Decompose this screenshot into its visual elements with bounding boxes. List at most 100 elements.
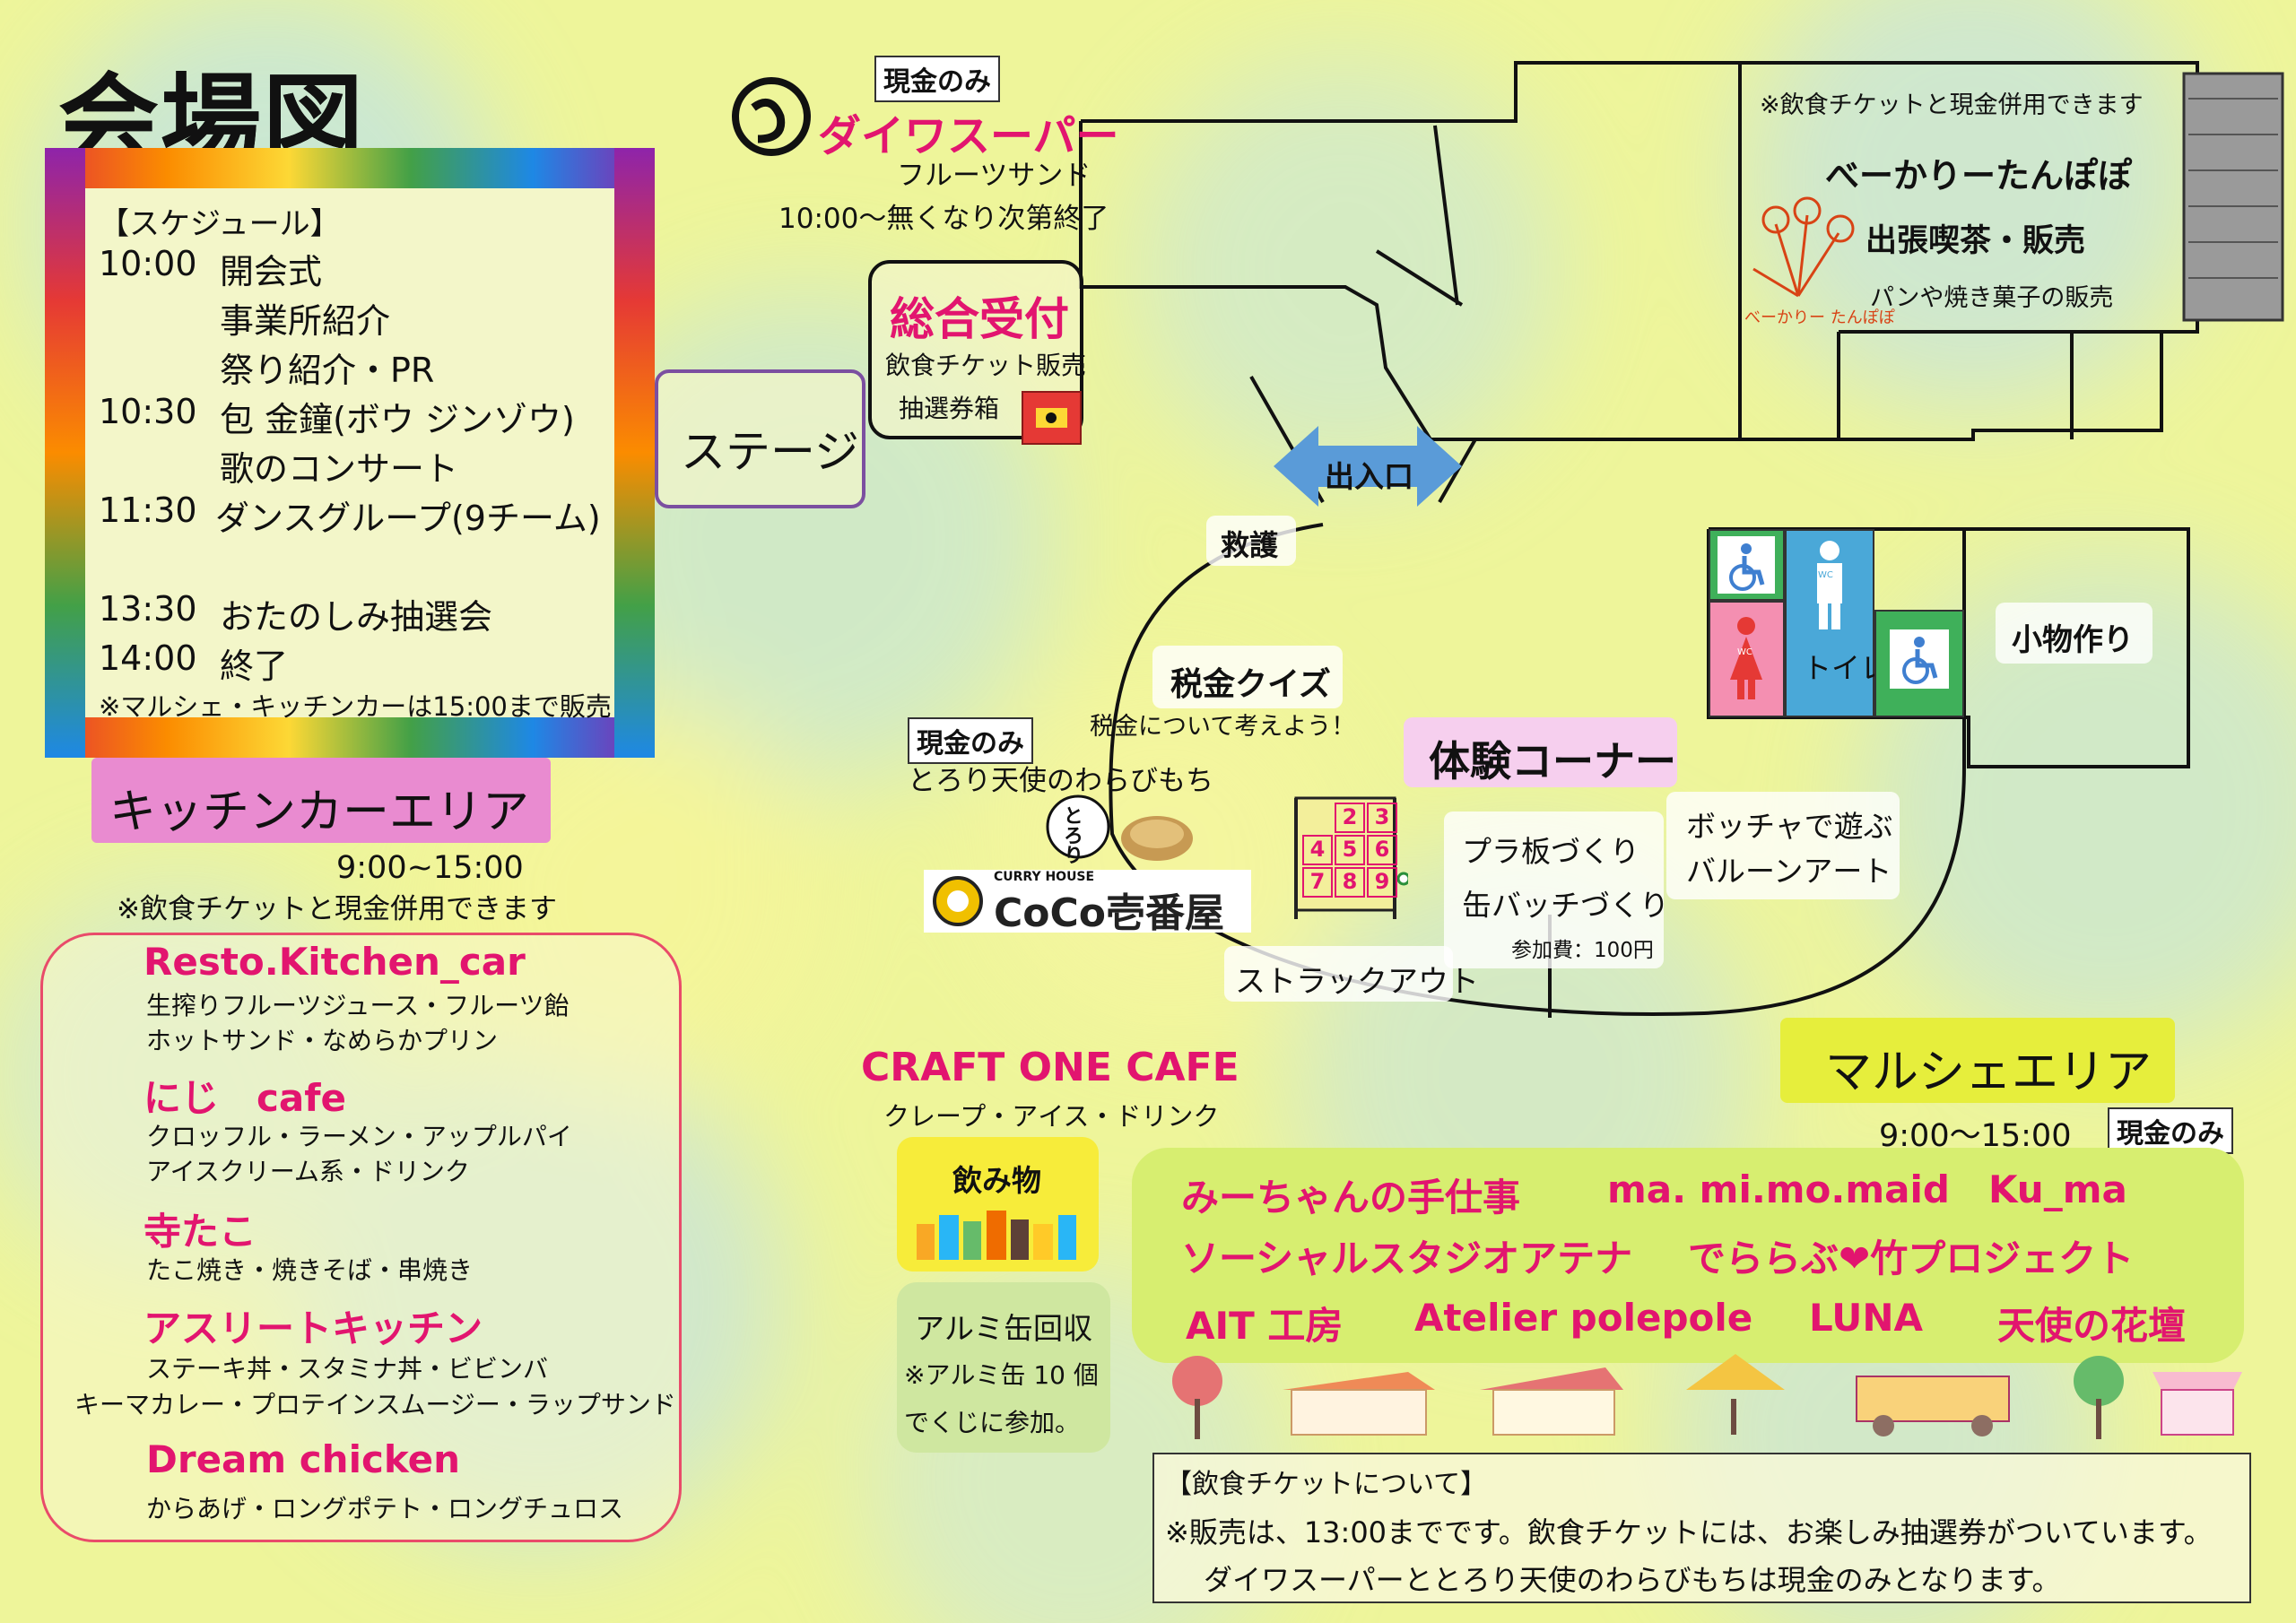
marche-shop: 天使の花壇 bbox=[1997, 1304, 2187, 1348]
marche-shop-list: みーちゃんの手仕事 ma. mi.mo.maid Ku_ma ソーシャルスタジオ… bbox=[1132, 1148, 2244, 1363]
reception-line: 飲食チケット販売 bbox=[885, 351, 1087, 380]
coco-small-text: CURRY HOUSE bbox=[994, 870, 1095, 884]
bakery-name: べーかりーたんぽぽ bbox=[1825, 156, 2133, 195]
warabimochi-logo-text: とろり bbox=[1060, 805, 1083, 864]
schedule-text: 開会式 bbox=[220, 252, 323, 291]
marche-shop: でららぶ❤竹プロジェクト bbox=[1688, 1237, 2135, 1280]
entrance-label: 出入口 bbox=[1325, 459, 1413, 494]
struck-out-number: 5 bbox=[1335, 835, 1365, 865]
struck-out-label: ストラックアウト bbox=[1235, 964, 1479, 1000]
shop-desc: アイスクリーム系・ドリンク bbox=[146, 1157, 470, 1186]
shop-name: アスリートキッチン bbox=[144, 1306, 483, 1350]
marche-shop: ma. mi.mo.maid bbox=[1607, 1167, 1950, 1211]
crafts-box: 小物作り bbox=[1996, 603, 2152, 664]
bakery-line: 出張喫茶・販売 bbox=[1866, 223, 2086, 259]
coco-name: CoCo壱番屋 bbox=[994, 890, 1225, 936]
shop-desc: ステーキ丼・スタミナ丼・ビビンバ bbox=[146, 1354, 549, 1384]
warabimochi-name: とろり天使のわらびもち bbox=[908, 765, 1213, 797]
activity-label: プラ板づくり bbox=[1462, 834, 1639, 869]
male-icon bbox=[1817, 541, 1842, 629]
tax-quiz-title: 税金クイズ bbox=[1170, 666, 1331, 703]
marche-shop: みーちゃんの手仕事 bbox=[1181, 1176, 1521, 1219]
kitchen-area-label: キッチンカーエリア bbox=[91, 758, 551, 843]
warabimochi-logo-icon bbox=[1046, 794, 1110, 859]
struck-out-number: 9 bbox=[1367, 867, 1397, 898]
struck-out-number: 3 bbox=[1367, 803, 1397, 833]
schedule-note: ※マルシェ・キッチンカーは15:00まで販売 bbox=[99, 691, 612, 722]
struck-out-number: 7 bbox=[1302, 867, 1333, 898]
entrance-arrow bbox=[1274, 426, 1462, 507]
schedule-panel: 【スケジュール】 10:00 開会式 事業所紹介 祭り紹介・PR 10:30 包… bbox=[45, 148, 655, 758]
drink-bottles-icon bbox=[917, 1211, 1076, 1260]
schedule-time: 13:30 bbox=[99, 589, 197, 629]
ticket-info-line: ダイワスーパーととろり天使のわらびもちは現金のみとなります。 bbox=[1204, 1563, 2061, 1597]
shop-desc: キーマカレー・プロテインスムージー・ラップサンド bbox=[74, 1390, 676, 1419]
marche-title: マルシェエリア bbox=[1825, 1046, 2152, 1099]
marche-shop: LUNA bbox=[1809, 1296, 1924, 1340]
kitchen-note: ※飲食チケットと現金併用できます bbox=[117, 893, 557, 925]
coco-logo-icon bbox=[933, 876, 983, 926]
cash-only-badge: 現金のみ bbox=[2108, 1107, 2233, 1154]
warabimochi-food-icon bbox=[1121, 816, 1193, 861]
stage-box: ステージ bbox=[655, 369, 865, 508]
aluminum-line: でくじに参加。 bbox=[904, 1408, 1081, 1437]
drinks-label: 飲み物 bbox=[952, 1163, 1041, 1198]
schedule-text: 包 金鐘(ボウ ジンゾウ) bbox=[220, 400, 575, 439]
mens-toilet: WC bbox=[1785, 529, 1874, 717]
craft-one-cafe-name: CRAFT ONE CAFE bbox=[861, 1045, 1239, 1090]
struck-out-grid: 2 3 4 5 6 7 8 9 bbox=[1302, 803, 1397, 898]
schedule-text: 歌のコンサート bbox=[220, 449, 459, 489]
schedule-text: ダンスグループ(9チーム) bbox=[215, 499, 601, 538]
activity-label: 缶バッチづくり bbox=[1462, 888, 1669, 923]
kitchen-area-title: キッチンカーエリア bbox=[109, 785, 530, 839]
shop-desc: クロッフル・ラーメン・アップルパイ bbox=[146, 1122, 572, 1151]
shop-desc: ホットサンド・なめらかプリン bbox=[146, 1026, 499, 1055]
wheelchair-icon bbox=[1718, 536, 1775, 594]
daiwa-item: フルーツサンド bbox=[897, 160, 1091, 192]
reception-title: 総合受付 bbox=[890, 293, 1069, 345]
drinks-box: 飲み物 bbox=[897, 1137, 1099, 1271]
wc-label: WC bbox=[1737, 647, 1752, 657]
schedule-content: 【スケジュール】 10:00 開会式 事業所紹介 祭り紹介・PR 10:30 包… bbox=[85, 188, 614, 722]
ticket-info-line: ※販売は、13:00までです。飲食チケットには、お楽しみ抽選券がついています。 bbox=[1165, 1515, 2213, 1549]
cash-only-badge: 現金のみ bbox=[908, 717, 1033, 764]
schedule-border bbox=[45, 148, 655, 758]
activity-fee: 参加費：100円 bbox=[1511, 939, 1654, 962]
shop-name: 寺たこ bbox=[144, 1210, 257, 1254]
reception-line: 抽選券箱 bbox=[899, 394, 1000, 423]
aluminum-title: アルミ缶回収 bbox=[915, 1311, 1092, 1346]
shop-desc: からあげ・ロングポテト・ロングチュロス bbox=[146, 1494, 624, 1523]
schedule-text: 事業所紹介 bbox=[220, 301, 391, 341]
bakery-logo-text: べーかりー たんぽぽ bbox=[1744, 308, 1895, 327]
daiwa-hours: 10:00～無くなり次第終了 bbox=[778, 203, 1109, 235]
craft-activities-box: プラ板づくり 缶バッチづくり 参加費：100円 bbox=[1444, 812, 1669, 968]
schedule-text: 終了 bbox=[220, 647, 289, 686]
coco-logo: CURRY HOUSE CoCo壱番屋 bbox=[924, 870, 1251, 936]
wc-label: WC bbox=[1818, 570, 1833, 580]
marche-shop: AIT 工房 bbox=[1186, 1304, 1344, 1348]
shop-name: Dream chicken bbox=[146, 1437, 461, 1481]
first-aid-label: 救護 bbox=[1221, 528, 1279, 562]
schedule-time: 11:30 bbox=[99, 490, 197, 530]
wheelchair-icon bbox=[1890, 629, 1949, 689]
tax-quiz-sub: 税金について考えよう！ bbox=[1090, 713, 1356, 741]
ticket-info-title: 【飲食チケットについて】 bbox=[1165, 1469, 1488, 1500]
kitchen-hours: 9:00~15:00 bbox=[336, 850, 524, 886]
lottery-box-icon bbox=[1022, 391, 1082, 445]
shop-desc: 生搾りフルーツジュース・フルーツ飴 bbox=[146, 991, 570, 1020]
schedule-time: 14:00 bbox=[99, 638, 197, 678]
experience-title: 体験コーナー bbox=[1429, 737, 1676, 785]
struck-out-board bbox=[1294, 796, 1408, 919]
marche-area-label: マルシェエリア bbox=[1780, 1018, 2175, 1103]
schedule-header: 【スケジュール】 bbox=[99, 206, 341, 242]
marche-shop: Ku_ma bbox=[1988, 1167, 2127, 1211]
schedule-text: 祭り紹介・PR bbox=[220, 351, 435, 390]
aluminum-box: アルミ缶回収 ※アルミ缶 10 個 でくじに参加。 bbox=[897, 1282, 1110, 1453]
struck-out-number: 2 bbox=[1335, 803, 1365, 833]
schedule-time: 10:00 bbox=[99, 244, 197, 283]
schedule-time: 10:30 bbox=[99, 392, 197, 431]
shop-name: にじ cafe bbox=[144, 1076, 346, 1120]
experience-corner-label: 体験コーナー bbox=[1404, 717, 1677, 787]
cash-only-badge: 現金のみ bbox=[874, 56, 1000, 102]
